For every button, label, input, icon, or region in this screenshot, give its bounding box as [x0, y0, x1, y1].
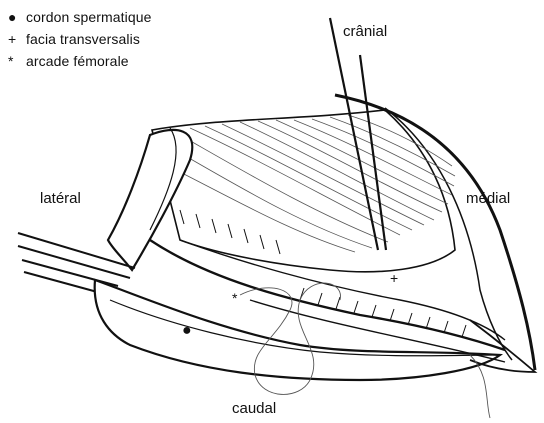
suture-ticks-lower [300, 288, 466, 337]
muscle-striations [172, 115, 455, 252]
legend: ●cordon spermatique +facia transversalis… [8, 6, 152, 72]
lateral-retractor [108, 130, 192, 270]
legend-label-arcade: arcade fémorale [26, 53, 129, 69]
muscle-sheet-outline [152, 110, 455, 272]
legend-item-arcade: *arcade fémorale [8, 50, 152, 72]
legend-item-facia: +facia transversalis [8, 28, 152, 50]
marker-facia: + [390, 270, 398, 286]
legend-item-cordon: ●cordon spermatique [8, 6, 152, 28]
legend-symbol-facia: + [8, 28, 22, 50]
medial-tip [470, 320, 535, 372]
cranial-instrument [330, 18, 386, 250]
orientation-cranial: crânial [343, 23, 387, 40]
legend-label-facia: facia transversalis [26, 31, 140, 47]
legend-label-cordon: cordon spermatique [26, 9, 152, 25]
orientation-medial: médial [466, 190, 510, 207]
suture-ticks-upper [180, 210, 280, 254]
marker-cordon: ● [182, 322, 192, 339]
orientation-lateral: latéral [40, 190, 81, 207]
legend-symbol-arcade: * [8, 50, 22, 72]
legend-symbol-cordon: ● [8, 6, 22, 28]
orientation-caudal: caudal [232, 400, 276, 417]
marker-arcade: * [232, 290, 238, 306]
